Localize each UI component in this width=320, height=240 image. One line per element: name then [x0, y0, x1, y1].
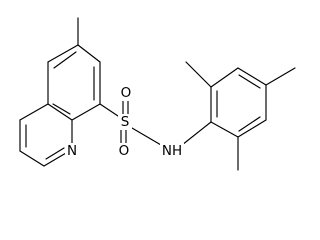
bond-mes-c3-c4: [237, 67, 267, 86]
bond-mes-c6-c1: [210, 121, 239, 138]
atom-nh: NH: [162, 143, 182, 159]
bond-mes-inner-c5-c6: [238, 116, 261, 132]
bond-quin-c4a-c4: [19, 103, 49, 121]
bond-lines: [19, 17, 296, 171]
bond-quin-inner-c2-n1: [45, 147, 65, 160]
atom-o-lower: O: [119, 143, 130, 159]
chemical-structure-diagram: N S O O NH: [19, 17, 296, 171]
bond-quin-c8a-c4a: [47, 103, 73, 121]
bond-s-nh: [131, 127, 162, 146]
atom-n-ring-bg: [65, 143, 79, 159]
atom-s-bg: [118, 114, 132, 130]
bond-quin-c8-c8a: [71, 103, 101, 121]
bond-mes-c2-c3: [210, 67, 239, 88]
bond-methyl-mes-ortho-top: [185, 61, 212, 88]
atom-n-ring: N: [67, 143, 77, 159]
bond-quin-c5-c6: [47, 44, 79, 63]
atom-o-lower-bg: [117, 143, 131, 159]
atom-o-upper-bg: [119, 85, 133, 101]
bond-mes-inner-c3-c4: [238, 74, 261, 89]
bond-mes-c5-c6: [237, 119, 267, 138]
atom-nh-bg: [160, 143, 184, 159]
bond-quin-c6-c7: [77, 44, 101, 63]
bond-quin-c3-c2: [19, 150, 45, 167]
bond-quin-inner-c5-c6: [53, 51, 77, 69]
atom-s: S: [121, 114, 130, 130]
bond-c8-s: [99, 103, 119, 117]
atom-labels: N S O O NH: [65, 85, 184, 159]
bond-quin-inner-c8a-c4a: [52, 103, 71, 115]
atom-o-upper: O: [121, 85, 132, 101]
bond-methyl-mes-para: [265, 67, 296, 86]
bond-quin-c2-n1: [43, 152, 67, 167]
bond-nh-c1: [181, 121, 212, 146]
